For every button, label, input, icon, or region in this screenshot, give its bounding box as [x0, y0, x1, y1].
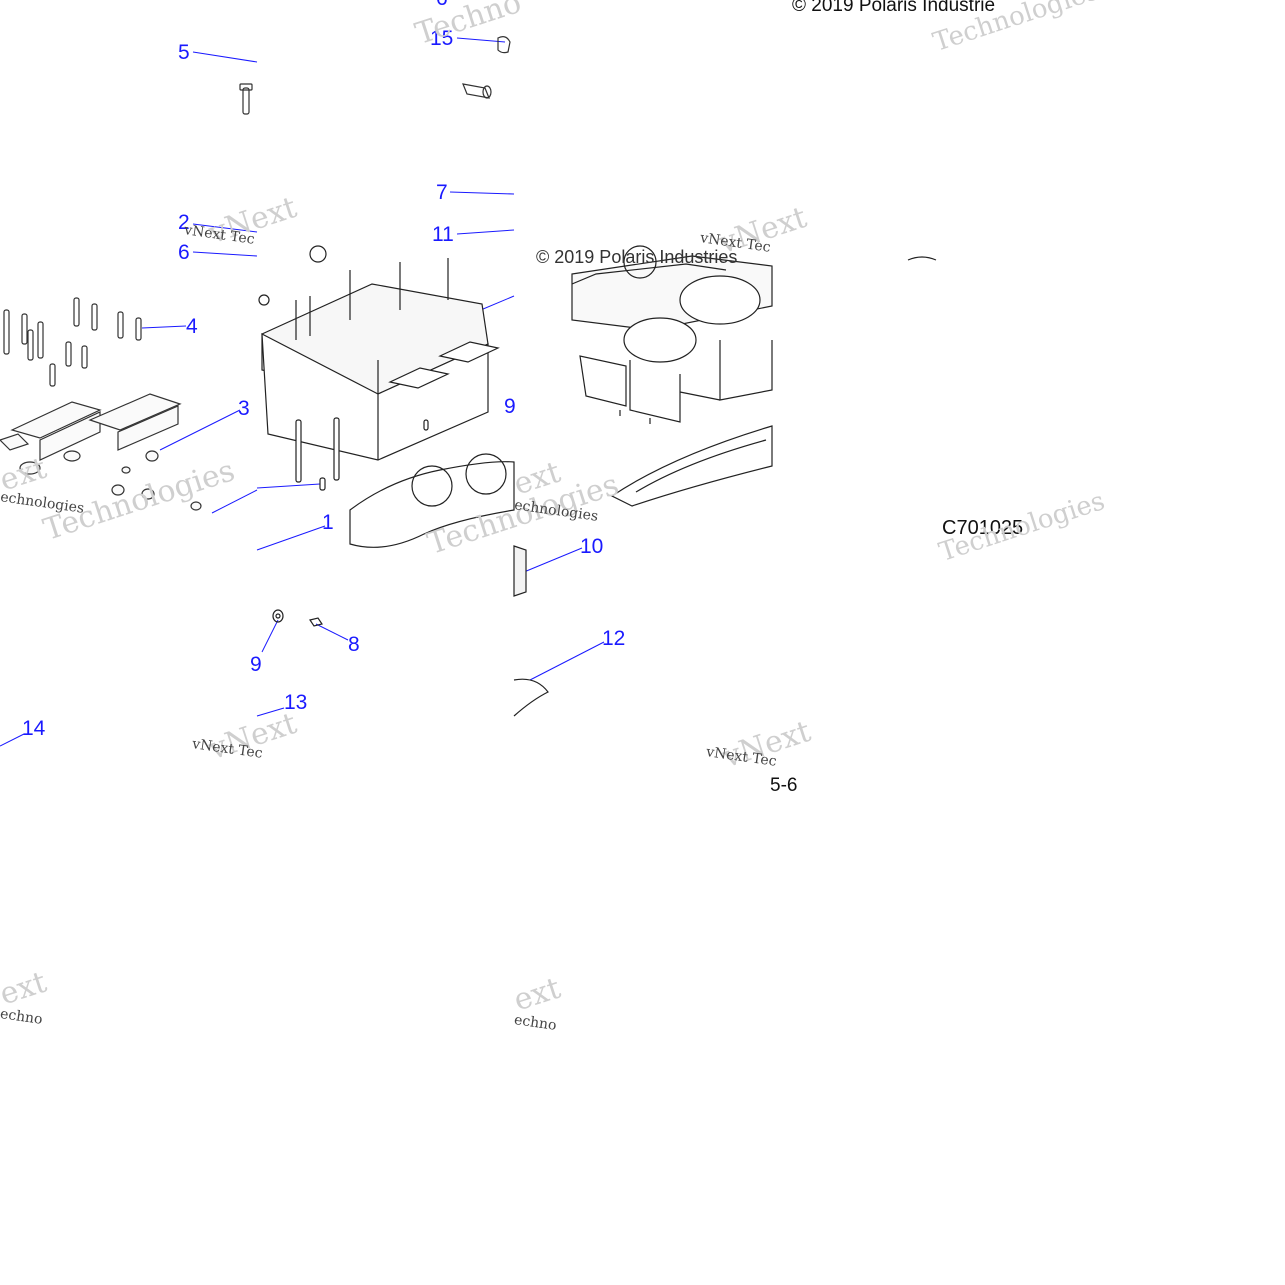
copyright-fragment: © 2019 Polaris Industries	[536, 247, 738, 267]
piston-fragment	[513, 545, 527, 597]
page-fragment: 5-6	[770, 775, 798, 796]
callout-2: 2	[178, 211, 190, 234]
leader-5	[192, 51, 258, 63]
base-gasket	[610, 425, 773, 507]
leader-11	[456, 229, 515, 235]
cylinder-head	[258, 245, 500, 491]
leader-6	[192, 251, 258, 257]
small-fasteners	[272, 609, 323, 627]
copyright-text: © 2019 Polaris Industrie	[792, 0, 996, 16]
leader-2	[192, 223, 258, 233]
callout-10: 10	[580, 535, 604, 558]
cam-caps	[0, 393, 202, 511]
callout-15: 15	[430, 27, 454, 50]
cylinder-block	[571, 255, 773, 424]
callout-7: 7	[436, 181, 448, 204]
leader-10	[523, 547, 583, 573]
top-gasket	[571, 245, 937, 285]
callout-3: 3	[238, 397, 250, 420]
callout-14: 14	[22, 717, 46, 740]
leader-3	[159, 409, 241, 451]
leader-left-low	[211, 489, 258, 514]
head-gasket	[349, 453, 515, 548]
leader-8	[315, 623, 349, 641]
leader-12	[529, 641, 605, 681]
callout-9b: 9	[250, 653, 262, 676]
leader-14	[0, 733, 25, 747]
callout-4: 4	[186, 315, 198, 338]
callout-6-top: 6	[436, 0, 448, 9]
gasket-fragment-12	[513, 678, 549, 717]
callout-6: 6	[178, 241, 190, 264]
callout-8: 8	[348, 633, 360, 656]
stud-bolts-left	[3, 297, 142, 387]
leader-4	[141, 325, 187, 329]
callout-1: 1	[322, 511, 334, 534]
bolt-group-top	[239, 36, 511, 115]
leader-pin	[256, 483, 321, 489]
leader-1	[256, 525, 326, 551]
callout-11: 11	[432, 223, 454, 246]
leader-13	[256, 707, 285, 717]
leader-7	[449, 191, 515, 195]
drawing-code: C701025	[942, 517, 1024, 539]
callout-13: 13	[284, 691, 308, 714]
callout-12: 12	[602, 627, 626, 650]
leader-9b	[261, 619, 279, 653]
callout-9a: 9	[504, 395, 516, 418]
callout-5: 5	[178, 41, 190, 64]
leader-15	[456, 37, 506, 43]
